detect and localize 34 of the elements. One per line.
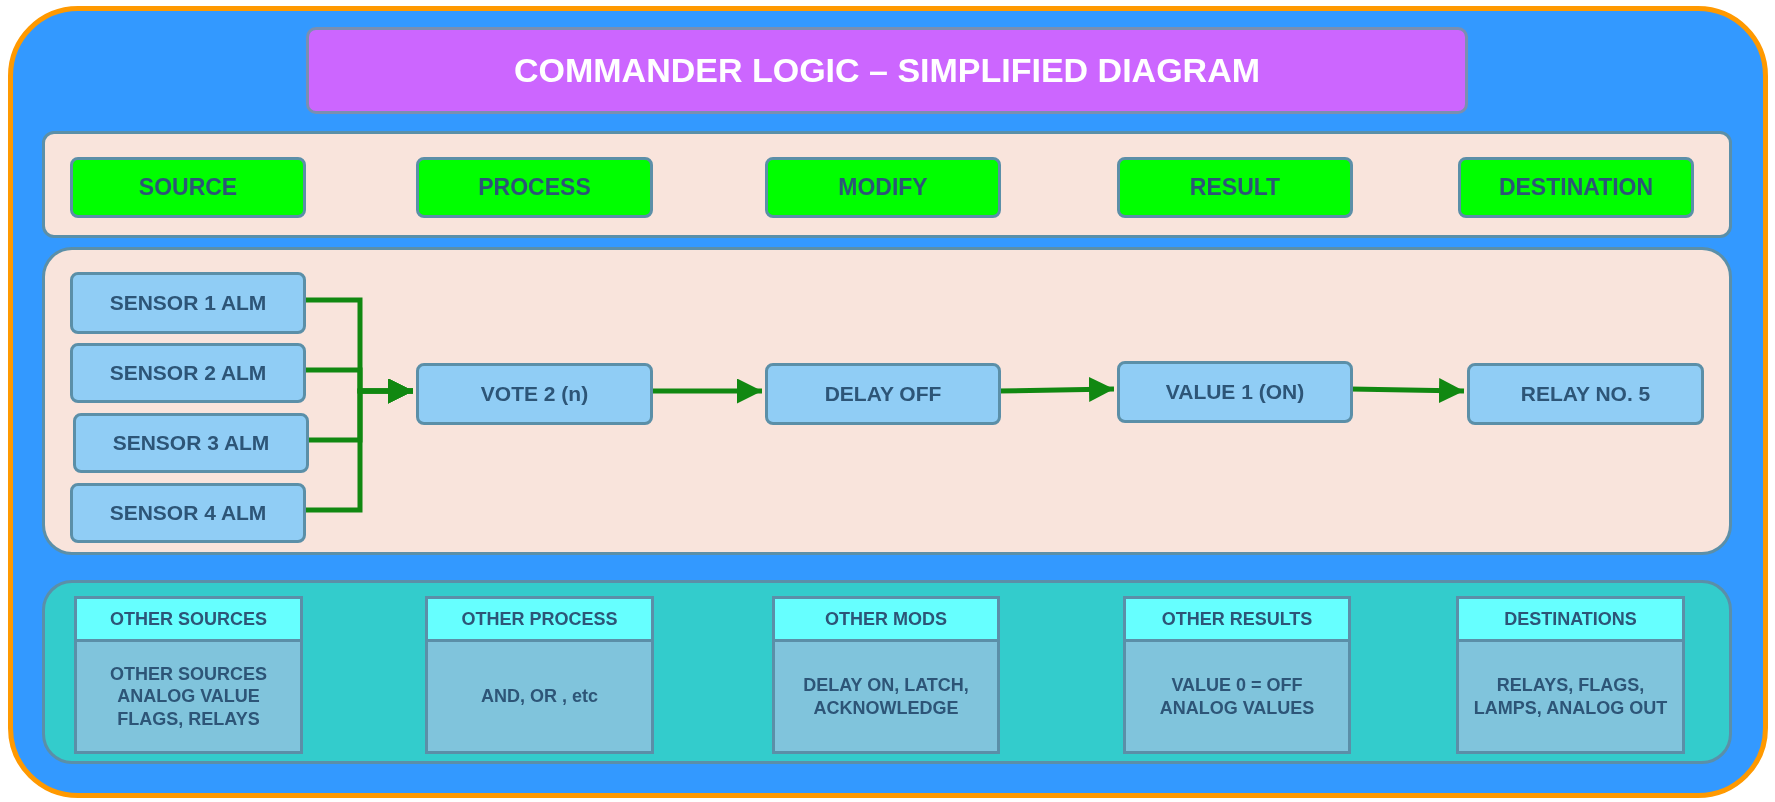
info-card [1123, 596, 1351, 754]
process-box: SENSOR 3 ALM [73, 413, 309, 473]
process-box: SENSOR 4 ALM [70, 483, 306, 543]
stage-header: RESULT [1117, 157, 1353, 218]
card-body: OTHER SOURCES ANALOG VALUE FLAGS, RELAYS [109, 662, 268, 731]
card-header: OTHER MODS [775, 599, 997, 642]
arrow [650, 378, 762, 404]
card-header: OTHER RESULTS [1126, 599, 1348, 642]
process-box: SENSOR 2 ALM [70, 343, 306, 403]
process-box: VOTE 2 (n) [416, 363, 653, 425]
card-header: OTHER SOURCES [77, 599, 300, 642]
card-header: OTHER PROCESS [428, 599, 651, 642]
process-box: VALUE 1 (ON) [1117, 361, 1353, 423]
panel-background [42, 580, 1732, 764]
card-body: AND, OR , etc [480, 685, 599, 709]
info-card [74, 596, 303, 754]
process-box: SENSOR 1 ALM [70, 272, 306, 334]
info-card [1456, 596, 1685, 754]
panel-background [42, 247, 1732, 555]
card-body: VALUE 0 = OFF ANALOG VALUES [1158, 674, 1316, 720]
title-banner: COMMANDER LOGIC – SIMPLIFIED DIAGRAM [306, 27, 1468, 114]
stage-header: SOURCE [70, 157, 306, 218]
process-box: RELAY NO. 5 [1467, 363, 1704, 425]
info-card [772, 596, 1000, 754]
stage-header: PROCESS [416, 157, 653, 218]
stage-header: MODIFY [765, 157, 1001, 218]
info-card [425, 596, 654, 754]
card-body: DELAY ON, LATCH, ACKNOWLEDGE [802, 674, 970, 720]
process-box: DELAY OFF [765, 363, 1001, 425]
card-body: RELAYS, FLAGS, LAMPS, ANALOG OUT [1472, 674, 1669, 720]
card-header: DESTINATIONS [1459, 599, 1682, 642]
panel-background [42, 131, 1732, 238]
stage-header: DESTINATION [1458, 157, 1694, 218]
arrow [303, 378, 413, 513]
